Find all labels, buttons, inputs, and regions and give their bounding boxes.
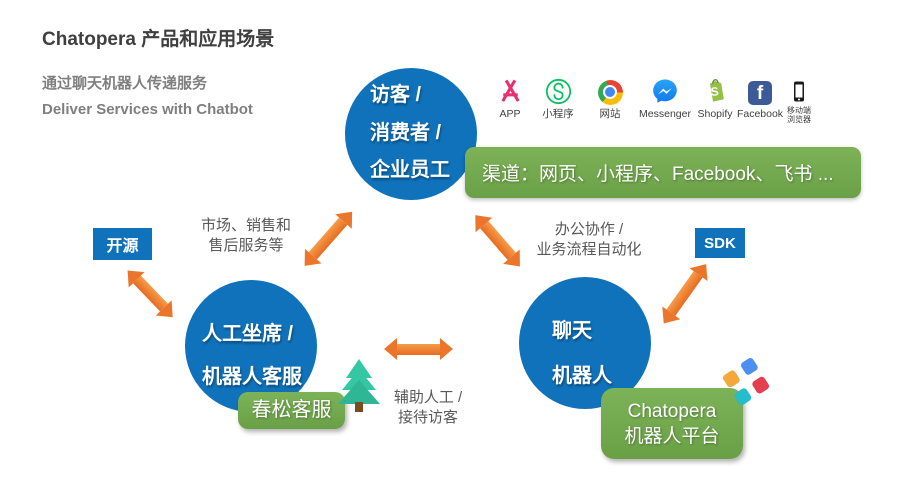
- pinwheel-blue: [739, 356, 760, 377]
- arrow-chatbot-sdk: [666, 271, 703, 316]
- edge-label-market: 市场、销售和 售后服务等: [184, 216, 308, 256]
- sdk-badge: SDK: [695, 228, 745, 258]
- channel-item-website: 网站: [575, 74, 645, 120]
- chunsong-badge: 春松客服: [238, 392, 345, 429]
- node-visitors-line2: 消费者 /: [370, 121, 442, 144]
- shopify-letter: S: [710, 84, 719, 99]
- node-chatbot-line2: 机器人: [552, 365, 612, 387]
- chatopera-badge-line1: Chatopera: [627, 400, 717, 422]
- page-title: Chatopera 产品和应用场景: [42, 29, 275, 50]
- pinwheel-yellow: [721, 369, 742, 389]
- edge-label-market-line1: 市场、销售和: [200, 217, 291, 234]
- pinwheel-teal: [733, 386, 753, 407]
- channel-item-app: APP: [475, 74, 545, 120]
- messenger-icon: [630, 74, 700, 105]
- shopify-icon: S: [680, 74, 750, 105]
- edge-label-assist-line2: 接待访客: [397, 409, 458, 426]
- edge-label-market-line2: 售后服务等: [208, 237, 284, 254]
- node-chatbot: 聊天 机器人: [519, 277, 651, 409]
- facebook-letter: f: [748, 81, 772, 105]
- channel-label: Shopify: [697, 108, 733, 120]
- channels-banner: 渠道：网页、小程序、Facebook、飞书 ...: [465, 147, 861, 198]
- mini-program-icon: [523, 74, 593, 105]
- channel-label: 小程序: [542, 108, 574, 120]
- edge-label-office: 办公协作 / 业务流程自动化: [524, 220, 654, 260]
- node-visitors-line1: 访客 /: [370, 84, 422, 106]
- arrow-visitors-agents: [308, 217, 348, 260]
- node-agents-line2: 机器人客服: [202, 366, 302, 388]
- mobile-browser-icon: [764, 74, 834, 105]
- pinwheel-red: [750, 375, 771, 395]
- open-source-badge: 开源: [93, 228, 152, 260]
- channel-label-line2: 浏览器: [787, 114, 811, 124]
- node-visitors: 访客 / 消费者 / 企业员工: [345, 68, 477, 200]
- channel-item-facebook: f Facebook: [725, 74, 795, 120]
- channel-label: Messenger: [639, 108, 691, 120]
- arrow-agents-chatbot: [384, 338, 453, 360]
- subtitle-en: Deliver Services with Chatbot: [42, 101, 253, 118]
- node-visitors-line3: 企业员工: [370, 159, 450, 181]
- node-agents: 人工坐席 / 机器人客服: [185, 280, 317, 412]
- edge-label-office-line2: 业务流程自动化: [536, 241, 642, 258]
- edge-label-office-line1: 办公协作 /: [554, 221, 624, 238]
- pine-tree-icon: [338, 359, 380, 412]
- chatopera-logo-icon: [719, 355, 774, 410]
- channel-item-miniprogram: 小程序: [523, 74, 593, 120]
- chatopera-badge-line2: 机器人平台: [624, 425, 720, 447]
- app-store-icon: [475, 74, 545, 105]
- channel-label: APP: [499, 108, 521, 120]
- channel-item-shopify: S Shopify: [680, 74, 750, 120]
- node-chatbot-line1: 聊天: [552, 320, 592, 342]
- chrome-browser-icon: [575, 74, 645, 105]
- channel-item-mobile-browser: 移动端 浏览器: [764, 74, 834, 124]
- edge-label-assist: 辅助人工 / 接待访客: [382, 388, 474, 428]
- channel-label: 网站: [599, 108, 621, 120]
- arrow-visitors-chatbot: [480, 220, 516, 260]
- chatopera-platform-badge: Chatopera 机器人平台: [601, 388, 743, 459]
- subtitle-zh: 通过聊天机器人传递服务: [42, 75, 208, 92]
- channel-label: Facebook: [736, 108, 784, 120]
- facebook-icon: f: [725, 74, 795, 105]
- channel-label-line1: 移动端: [787, 106, 811, 115]
- channel-item-messenger: Messenger: [630, 74, 700, 120]
- node-agents-line1: 人工坐席 /: [202, 323, 294, 345]
- edge-label-assist-line1: 辅助人工 /: [393, 389, 463, 406]
- arrow-opensource-agents: [132, 275, 169, 311]
